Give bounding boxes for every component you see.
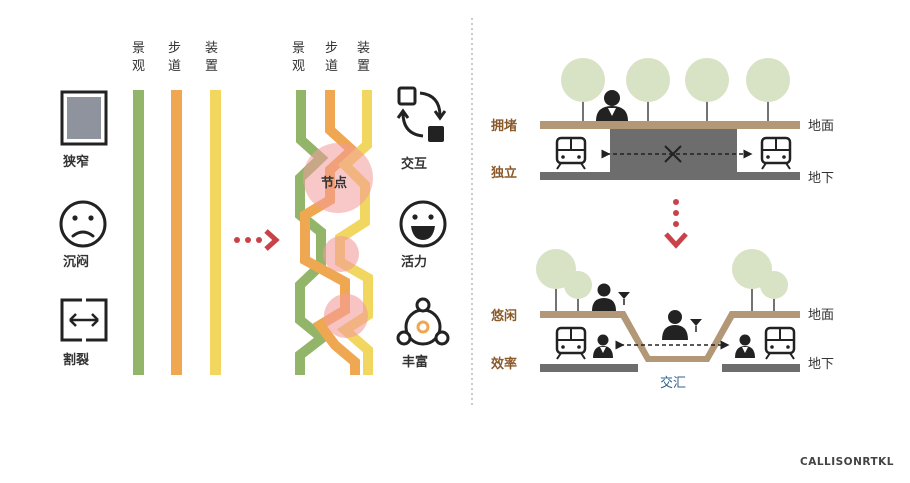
strip-orange: [171, 90, 182, 375]
narrow-icon: [60, 90, 108, 146]
person-icon-bottom-right: [735, 334, 755, 358]
straight-strips: [133, 90, 221, 375]
transform-arrow: [234, 229, 280, 251]
person-icon-top: [596, 90, 628, 121]
node-label: 节点: [321, 175, 347, 191]
label-underground-top: 地下: [808, 171, 834, 186]
label-convergence: 交汇: [660, 375, 686, 391]
split-icon: [60, 298, 108, 342]
top-ground-slab: [540, 121, 800, 129]
col-header-landscape-top: 景: [132, 41, 145, 56]
blocked-connection: [601, 145, 753, 163]
col-header2-device-bottom: 置: [357, 59, 370, 74]
interact-icon: [396, 86, 447, 142]
down-arrow: [664, 199, 688, 249]
label-congested: 拥堵: [491, 118, 517, 134]
col-header2-landscape-bottom: 观: [292, 59, 305, 74]
problem-label-split: 割裂: [63, 352, 90, 368]
train-icon-bottom-right: [764, 326, 796, 360]
col-header2-device-top: 装: [357, 41, 370, 56]
person-drink-icon-center: [662, 310, 702, 340]
train-icon-top-right: [760, 136, 792, 170]
problem-label-narrow: 狭窄: [62, 154, 89, 170]
bottom-ground-slab: [540, 311, 800, 362]
col-header-walkway-bottom: 道: [168, 59, 181, 74]
problem-label-dull: 沉闷: [63, 254, 89, 270]
col-header-device-top: 装: [205, 41, 218, 56]
col-header-walkway-top: 步: [168, 41, 181, 56]
left-column-headers: 景 观 步 道 装 置: [132, 41, 218, 74]
label-isolated: 独立: [491, 165, 517, 181]
strip-yellow: [210, 90, 221, 375]
train-icon-top-left: [555, 136, 587, 170]
person-icon-bottom-left: [593, 334, 613, 358]
benefit-label-interact: 交互: [401, 156, 427, 172]
top-trees: [561, 58, 790, 121]
happy-face-icon: [399, 200, 447, 248]
bottom-trees: [536, 249, 788, 311]
node-circle-large: [303, 143, 373, 213]
train-icon-bottom-left: [555, 326, 587, 360]
node-circles: [303, 143, 373, 338]
callison-logo: CALLISONRTKL: [800, 456, 894, 468]
benefit-label-vitality: 活力: [401, 254, 427, 270]
sad-face-icon: [59, 200, 107, 248]
col-header2-landscape-top: 景: [292, 41, 305, 56]
label-leisure: 悠闲: [490, 308, 517, 324]
col-header2-walkway-top: 步: [325, 41, 338, 56]
label-underground-bottom: 地下: [808, 357, 834, 372]
col-header-device-bottom: 置: [205, 59, 218, 74]
label-efficiency: 效率: [491, 356, 517, 372]
label-ground-top: 地面: [808, 119, 834, 134]
network-icon: [396, 297, 450, 346]
strip-green: [133, 90, 144, 375]
bottom-underground-left: [540, 364, 638, 372]
label-ground-bottom: 地面: [808, 308, 834, 323]
bottom-underground-right: [722, 364, 800, 372]
col-header-landscape-bottom: 观: [132, 59, 145, 74]
node-circle-small: [324, 294, 368, 338]
node-circle-mid: [323, 236, 359, 272]
col-header2-walkway-bottom: 道: [325, 59, 338, 74]
person-drink-icon-left: [592, 283, 630, 311]
benefit-label-rich: 丰富: [402, 354, 428, 370]
top-underground-right: [737, 172, 800, 180]
right-column-headers: 景 观 步 道 装 置: [292, 41, 370, 74]
top-underground-left: [540, 172, 610, 180]
